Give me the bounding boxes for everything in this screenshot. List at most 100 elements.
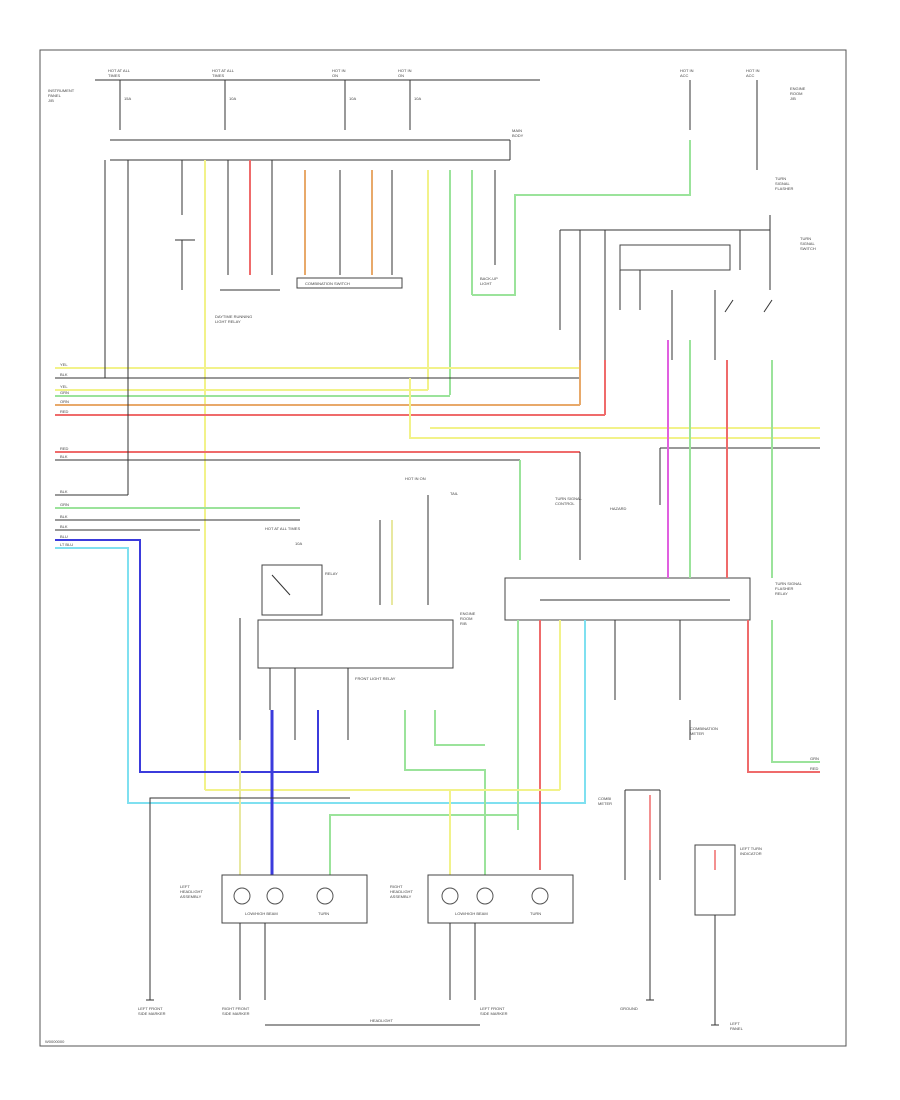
flasher-module: TURN SIGNAL FLASHER RELAY TURN SIGNAL CO… (504, 480, 803, 621)
svg-text:HOT IN ON: HOT IN ON (405, 476, 426, 481)
svg-text:TURN: TURN (775, 176, 786, 181)
left-low-beam-lamp (233, 887, 251, 905)
svg-text:BLK: BLK (60, 454, 68, 459)
svg-text:J/B: J/B (790, 96, 796, 101)
svg-text:BLK: BLK (60, 372, 68, 377)
svg-text:ON: ON (332, 73, 338, 78)
lower-routing-wires (149, 710, 560, 1000)
svg-text:LOW/HIGH BEAM: LOW/HIGH BEAM (455, 911, 488, 916)
green-wire-acc (472, 140, 691, 296)
svg-text:SIGNAL: SIGNAL (775, 181, 790, 186)
right-fuses: HOT IN ACC HOT IN ACC ENGINE ROOM J/B (680, 68, 806, 170)
svg-text:TIMES: TIMES (108, 73, 121, 78)
fuse-3: HOT IN ON 10A (332, 68, 356, 130)
svg-text:LEFT: LEFT (730, 1021, 740, 1026)
svg-text:LEFT TURN: LEFT TURN (740, 846, 762, 851)
svg-text:10A: 10A (349, 96, 356, 101)
svg-text:R/B: R/B (460, 621, 467, 626)
svg-text:10A: 10A (229, 96, 236, 101)
svg-text:BACK-UP: BACK-UP (480, 276, 498, 281)
svg-text:BLK: BLK (60, 489, 68, 494)
svg-text:PANEL: PANEL (730, 1026, 744, 1031)
svg-text:METER: METER (690, 731, 704, 736)
svg-text:LEFT: LEFT (180, 884, 190, 889)
svg-text:ACC: ACC (680, 73, 689, 78)
svg-text:FLASHER: FLASHER (775, 586, 794, 591)
lamp-ground-wires: HEADLIGHT LEFT FRONT SIDE MARKER RIGHT F… (138, 923, 508, 1026)
svg-text:LEFT FRONT: LEFT FRONT (138, 1006, 163, 1011)
svg-text:HEADLIGHT: HEADLIGHT (390, 889, 413, 894)
bus-labels: YEL BLK YEL GRN ORN RED RED BLK BLK GRN … (60, 362, 73, 547)
svg-text:COMBINATION SWITCH: COMBINATION SWITCH (305, 281, 350, 286)
svg-text:TURN: TURN (800, 236, 811, 241)
svg-text:RED: RED (60, 446, 69, 451)
fuse-4: HOT IN ON 10A (398, 68, 421, 130)
svg-text:TURN: TURN (530, 911, 541, 916)
svg-text:BLK: BLK (60, 514, 68, 519)
svg-text:CONTROL: CONTROL (555, 501, 575, 506)
svg-text:RELAY: RELAY (325, 571, 338, 576)
ground-switch-group: DAYTIME RUNNING LIGHT RELAY COMBINATION … (175, 239, 498, 324)
svg-text:HOT IN: HOT IN (398, 68, 412, 73)
svg-text:LT BLU: LT BLU (60, 542, 73, 547)
svg-text:ROOM: ROOM (790, 91, 802, 96)
svg-text:HOT IN: HOT IN (680, 68, 694, 73)
right-front-lamp-assembly: RIGHT HEADLIGHT ASSEMBLY LOW/HIGH BEAM T… (390, 874, 574, 924)
svg-text:RELAY: RELAY (775, 591, 788, 596)
svg-text:ASSEMBLY: ASSEMBLY (180, 894, 202, 899)
module-output-wires: GRN RED (517, 620, 820, 870)
turn-signal-switch: TURN SIGNAL SWITCH TURN SIGNAL FLASHER (559, 176, 816, 360)
fuse-1: HOT AT ALL TIMES 15A (108, 68, 131, 130)
right-turn-lamp (531, 887, 549, 905)
svg-text:RED: RED (60, 409, 69, 414)
svg-text:TAIL: TAIL (450, 491, 459, 496)
module-input-wires (659, 340, 773, 578)
svg-text:ON: ON (398, 73, 404, 78)
svg-text:HOT AT ALL: HOT AT ALL (212, 68, 235, 73)
svg-text:HAZARD: HAZARD (610, 506, 627, 511)
svg-text:GROUND: GROUND (620, 1006, 638, 1011)
svg-text:HEADLIGHT: HEADLIGHT (370, 1018, 393, 1023)
svg-text:RIGHT: RIGHT (390, 884, 403, 889)
fuse-2: HOT AT ALL TIMES 10A (212, 68, 236, 130)
svg-text:YEL: YEL (60, 384, 68, 389)
svg-text:TURN SIGNAL: TURN SIGNAL (775, 581, 803, 586)
svg-text:FLASHER: FLASHER (775, 186, 794, 191)
svg-text:BLK: BLK (60, 524, 68, 529)
svg-text:GRN: GRN (810, 756, 819, 761)
svg-text:FRONT LIGHT RELAY: FRONT LIGHT RELAY (355, 676, 396, 681)
svg-text:SIDE MARKER: SIDE MARKER (222, 1011, 250, 1016)
svg-text:10A: 10A (414, 96, 421, 101)
diagram-frame (39, 49, 847, 1047)
svg-text:GRN: GRN (60, 502, 69, 507)
svg-text:10A: 10A (295, 541, 302, 546)
svg-text:INDICATOR: INDICATOR (740, 851, 762, 856)
center-fuse: HOT IN ON TAIL (379, 476, 459, 605)
svg-text:15A: 15A (124, 96, 131, 101)
svg-text:HEADLIGHT: HEADLIGHT (180, 889, 203, 894)
left-front-lamp-assembly: LEFT HEADLIGHT ASSEMBLY LOW/HIGH BEAM TU… (180, 874, 368, 924)
svg-text:J/B: J/B (48, 98, 54, 103)
top-branch-wires (104, 160, 496, 790)
dash-indicators: COMBI METER GROUND COMBINATION METER LEF… (598, 720, 762, 1031)
svg-text:LIGHT: LIGHT (480, 281, 492, 286)
svg-text:GRN: GRN (60, 390, 69, 395)
svg-text:YEL: YEL (60, 362, 68, 367)
light-control-relay: HOT AT ALL TIMES 10A RELAY FRONT LIGHT R… (239, 526, 476, 850)
left-turn-lamp (316, 887, 334, 905)
svg-text:DAYTIME RUNNING: DAYTIME RUNNING (215, 314, 252, 319)
svg-text:RED: RED (810, 766, 819, 771)
svg-text:HOT AT ALL: HOT AT ALL (108, 68, 131, 73)
svg-text:HOT AT ALL TIMES: HOT AT ALL TIMES (265, 526, 300, 531)
svg-text:TIMES: TIMES (212, 73, 225, 78)
svg-text:BODY: BODY (512, 133, 524, 138)
svg-text:COMBI: COMBI (598, 796, 611, 801)
svg-text:LOW/HIGH BEAM: LOW/HIGH BEAM (245, 911, 278, 916)
svg-text:HOT IN: HOT IN (746, 68, 760, 73)
right-low-beam-lamp (441, 887, 459, 905)
ground-symbols (146, 999, 719, 1026)
svg-text:ACC: ACC (746, 73, 755, 78)
svg-text:INSTRUMENT: INSTRUMENT (48, 88, 75, 93)
svg-text:LEFT FRONT: LEFT FRONT (480, 1006, 505, 1011)
